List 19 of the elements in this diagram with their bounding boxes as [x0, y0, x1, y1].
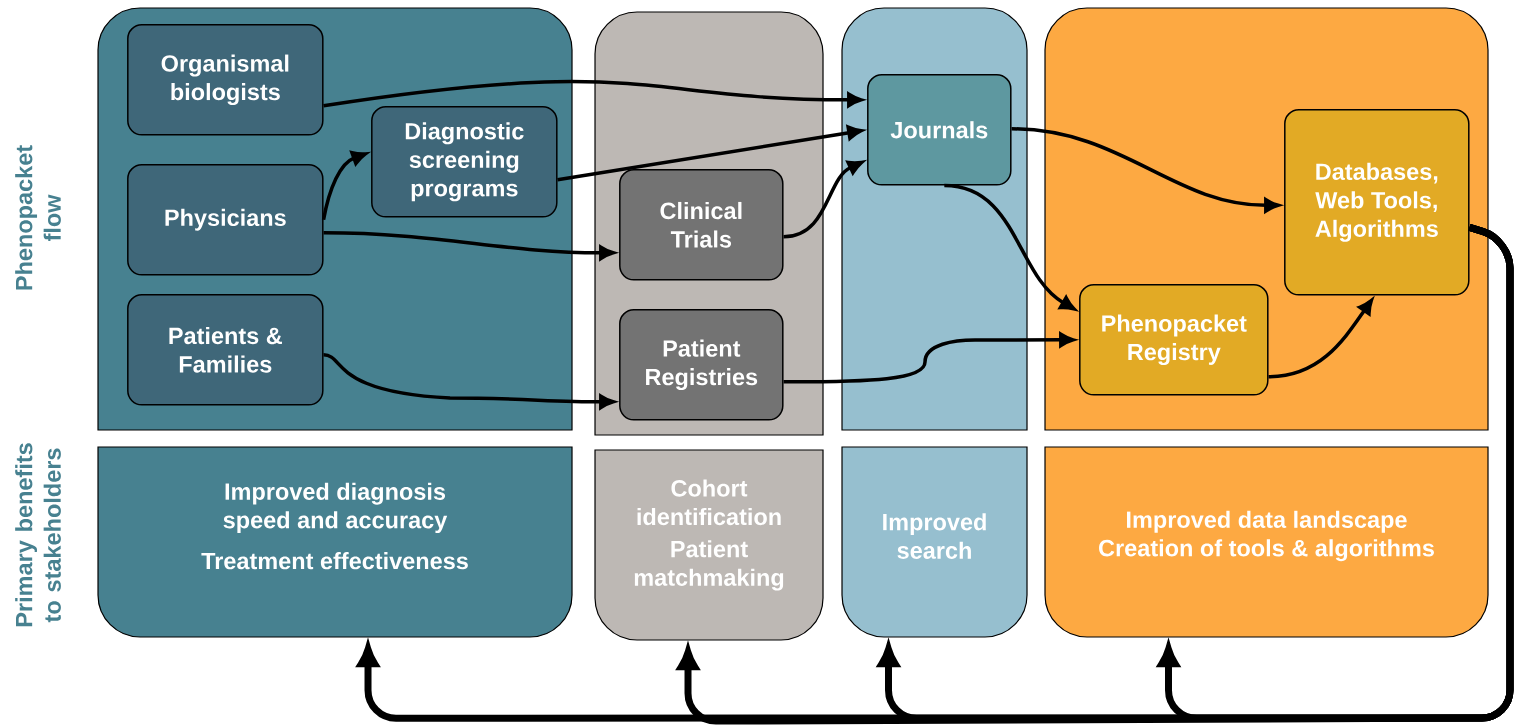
benefit-box: Improved search — [841, 446, 1028, 638]
arrow — [1158, 223, 1514, 722]
arrow — [1268, 298, 1374, 379]
benefit-box: Improved diagnosis speed and accuracy Treatment effectiveness — [97, 446, 573, 638]
process-box: Diagnostic screening programs — [371, 106, 558, 218]
benefit-box: Improved data landscape Creation of tools & algorithms — [1044, 446, 1489, 638]
process-box: Databases, Web Tools, Algorithms — [1284, 109, 1470, 296]
process-box: Patient Registries — [619, 309, 784, 421]
arrow — [783, 160, 864, 239]
arrow — [321, 151, 368, 221]
side-label: Phenopacket flow — [15, 145, 61, 290]
process-box: Patients & Families — [127, 294, 324, 406]
process-box: Organismal biologists — [127, 24, 324, 136]
process-box: Journals — [867, 74, 1012, 186]
process-box: Physicians — [127, 164, 324, 276]
benefit-box: Cohort identification Patient matchmaking — [594, 449, 824, 641]
process-box: Clinical Trials — [619, 169, 784, 281]
process-box: Phenopacket Registry — [1079, 284, 1269, 396]
side-label: Primary benefits to stakeholders — [15, 443, 61, 627]
